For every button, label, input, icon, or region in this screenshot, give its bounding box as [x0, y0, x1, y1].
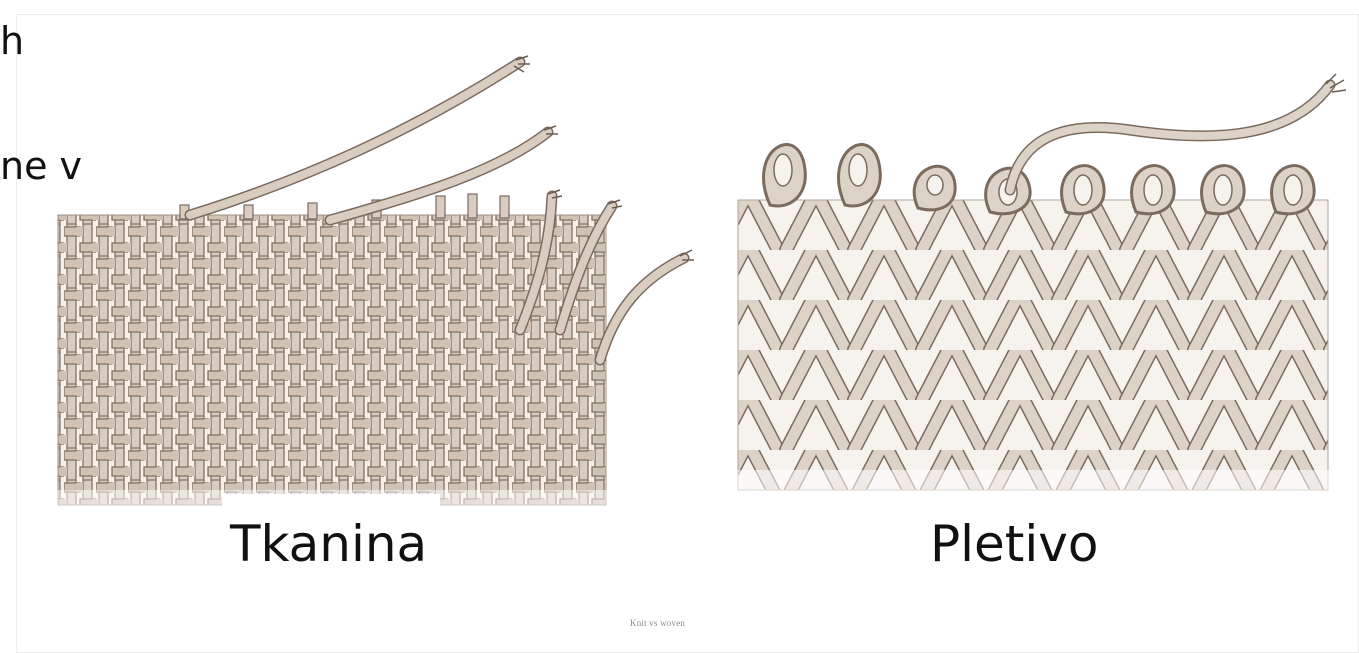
- knit-label: Pletivo: [930, 494, 1124, 569]
- woven-caption-box: Tkanina: [222, 494, 440, 590]
- knit-fabric-drawing: [736, 74, 1346, 500]
- figure-credit: Knit vs woven: [630, 618, 685, 628]
- woven-fabric-drawing: [58, 56, 694, 505]
- knit-caption-box: Pletivo: [922, 494, 1132, 590]
- woven-label: Tkanina: [230, 494, 432, 569]
